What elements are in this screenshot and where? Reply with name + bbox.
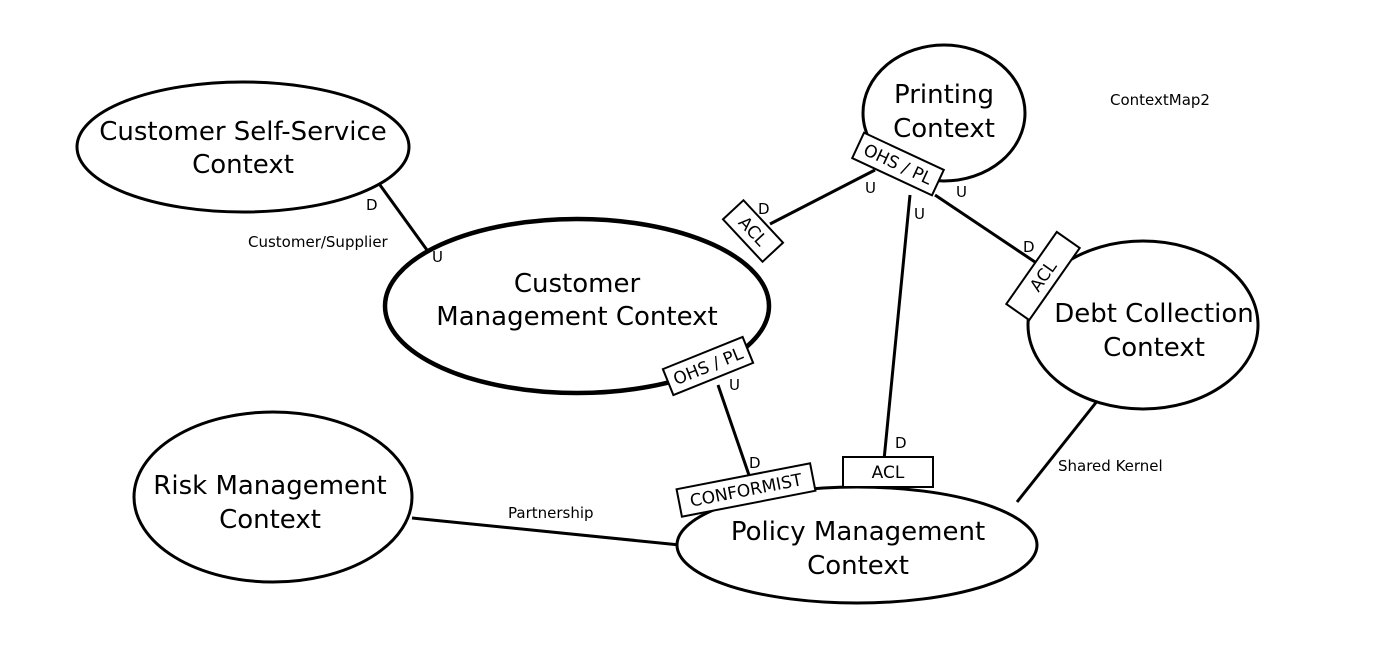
- downstream-marker: D: [1023, 238, 1035, 256]
- customer-management-label-line2: Management Context: [436, 302, 717, 332]
- relation-line-debt-policy: [1015, 399, 1100, 503]
- customer-self-service-label-line1: Customer Self-Service: [99, 117, 387, 147]
- customer-management-context: Customer Management Context: [382, 216, 772, 396]
- upstream-marker: U: [432, 248, 443, 266]
- printing-label-line1: Printing: [894, 80, 994, 110]
- relationship-type-label: Customer/Supplier: [248, 233, 389, 251]
- debt-collection-label-line1: Debt Collection: [1054, 299, 1254, 329]
- acl-box-debt-collection: ACL: [1004, 230, 1082, 322]
- upstream-marker: U: [956, 183, 967, 201]
- policy-management-label-line1: Policy Management: [731, 517, 985, 547]
- upstream-marker: U: [914, 205, 925, 223]
- printing-context: Printing Context: [861, 43, 1027, 183]
- upstream-marker: U: [729, 376, 740, 394]
- relationship-type-label: Partnership: [508, 504, 594, 522]
- relation-line-risk-policy: [411, 516, 681, 547]
- relation-line-customer-printing: [769, 168, 876, 226]
- downstream-marker: D: [758, 200, 770, 218]
- printing-label-line2: Context: [893, 114, 995, 144]
- upstream-marker: U: [865, 179, 876, 197]
- risk-management-label-line2: Context: [219, 505, 321, 535]
- debt-collection-label-line2: Context: [1103, 333, 1205, 363]
- policy-management-label-line2: Context: [807, 551, 909, 581]
- downstream-marker: D: [895, 434, 907, 452]
- downstream-marker: D: [749, 454, 761, 472]
- customer-self-service-label-line2: Context: [192, 150, 294, 180]
- acl-box-policy-management: ACL: [842, 456, 934, 488]
- diagram-title: ContextMap2: [1110, 91, 1210, 109]
- downstream-marker: D: [366, 196, 378, 214]
- relation-line-customer-policy: [716, 384, 752, 479]
- risk-management-label-line1: Risk Management: [153, 471, 386, 501]
- relation-line-printing-debt: [934, 193, 1036, 264]
- customer-self-service-context: Customer Self-Service Context: [75, 80, 411, 214]
- risk-management-context: Risk Management Context: [132, 410, 414, 584]
- debt-collection-context: Debt Collection Context: [1026, 239, 1260, 411]
- customer-management-label-line1: Customer: [514, 269, 641, 299]
- relation-line-printing-policy: [882, 194, 912, 461]
- relationship-type-label: Shared Kernel: [1058, 457, 1163, 475]
- acl-label: ACL: [872, 463, 905, 483]
